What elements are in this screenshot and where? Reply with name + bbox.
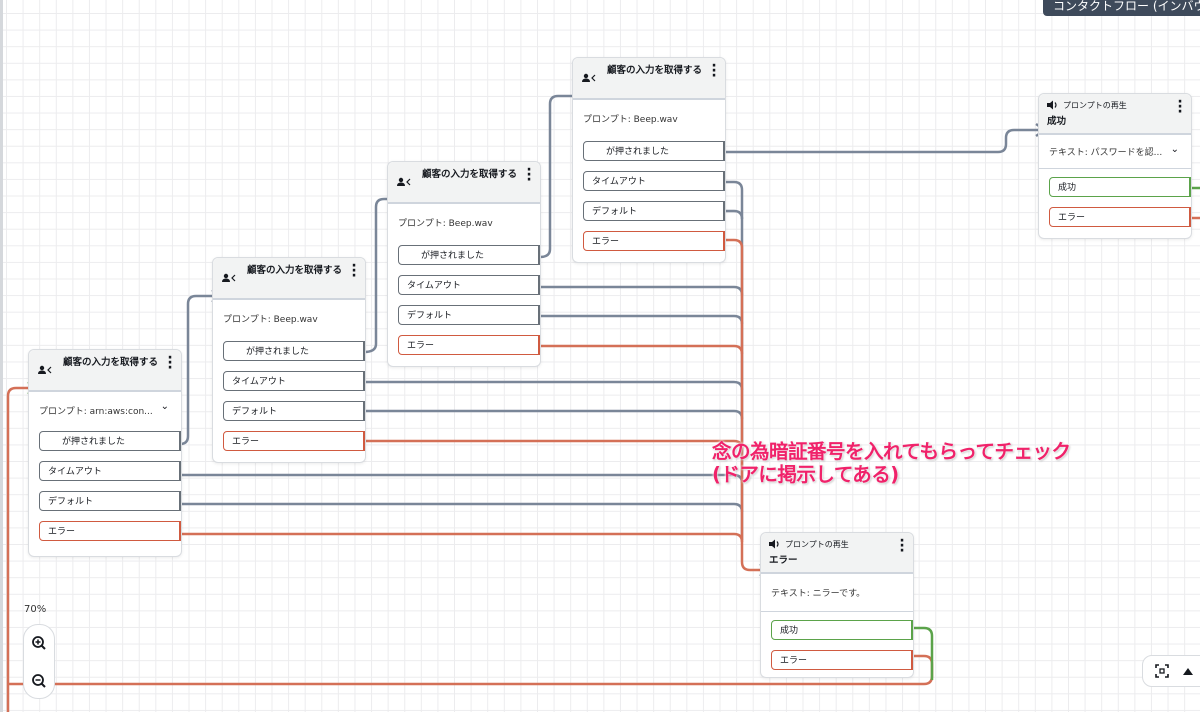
branch-error[interactable]: エラー bbox=[583, 231, 725, 251]
block-header[interactable]: 顧客の入力を取得する ··· bbox=[388, 162, 540, 204]
wire-b4-pressed bbox=[724, 128, 1044, 154]
customer-input-icon bbox=[222, 273, 236, 282]
flow-title-tab: コンタクトフロー (インバウンド) bbox=[1043, 0, 1200, 16]
branch-pressed[interactable]: が押されました bbox=[39, 431, 181, 451]
customer-input-icon bbox=[397, 177, 411, 186]
collapse-up-icon[interactable] bbox=[1182, 666, 1194, 676]
block-title: エラー bbox=[769, 555, 798, 566]
branch-timeout[interactable]: タイムアウト bbox=[583, 171, 725, 191]
annotation-line-2: (ドアに掲示してある) bbox=[712, 463, 899, 486]
chevron-down-icon[interactable]: ⌄ bbox=[160, 401, 169, 412]
more-options-icon[interactable]: ··· bbox=[167, 350, 173, 376]
speaker-icon bbox=[769, 539, 779, 549]
wire-b2-pressed bbox=[363, 197, 396, 354]
get-customer-input-block-4[interactable]: 顧客の入力を取得する ··· プロンプト: Beep.wav が押されました タ… bbox=[572, 57, 726, 263]
zoom-level: 70% bbox=[24, 604, 47, 615]
branch-timeout[interactable]: タイムアウト bbox=[223, 371, 365, 391]
more-options-icon[interactable]: ··· bbox=[899, 533, 905, 559]
block-prompt: プロンプト: arn:aws:con... ⌄ bbox=[29, 392, 181, 425]
block-header[interactable]: 顧客の入力を取得する ··· bbox=[213, 258, 365, 300]
block-header[interactable]: プロンプトの再生 成功 ··· bbox=[1039, 94, 1191, 135]
branch-timeout[interactable]: タイムアウト bbox=[39, 461, 181, 481]
speaker-icon bbox=[1047, 100, 1057, 110]
play-prompt-success-block[interactable]: プロンプトの再生 成功 ··· テキスト: パスワードを認... ⌄ 成功 エラ… bbox=[1038, 93, 1192, 239]
block-title: 成功 bbox=[1047, 116, 1067, 127]
block-prompt: プロンプト: Beep.wav bbox=[573, 100, 725, 133]
branch-pressed[interactable]: が押されました bbox=[398, 245, 540, 265]
branch-error[interactable]: エラー bbox=[223, 431, 365, 451]
customer-input-icon bbox=[38, 365, 52, 374]
zoom-in-icon[interactable] bbox=[31, 635, 47, 651]
block-title: 顧客の入力を取得する bbox=[247, 265, 343, 276]
branch-pressed[interactable]: が押されました bbox=[223, 341, 365, 361]
branch-default[interactable]: デフォルト bbox=[223, 401, 365, 421]
wire-b3-pressed bbox=[539, 94, 582, 259]
branch-success[interactable]: 成功 bbox=[1049, 177, 1191, 197]
get-customer-input-block-2[interactable]: 顧客の入力を取得する ··· プロンプト: Beep.wav が押されました タ… bbox=[212, 257, 366, 463]
more-options-icon[interactable]: ··· bbox=[526, 162, 532, 188]
branch-timeout[interactable]: タイムアウト bbox=[398, 275, 540, 295]
branch-error[interactable]: エラー bbox=[1049, 207, 1191, 227]
block-title: 顧客の入力を取得する bbox=[422, 169, 518, 180]
block-title: 顧客の入力を取得する bbox=[63, 357, 159, 368]
branch-error[interactable]: エラー bbox=[398, 335, 540, 355]
block-type-label: プロンプトの再生 bbox=[1063, 101, 1127, 110]
annotation-note: 念の為暗証番号を入れてもらってチェック (ドアに掲示してある) bbox=[712, 440, 1071, 486]
block-title: 顧客の入力を取得する bbox=[607, 65, 703, 76]
canvas-left-edge bbox=[0, 0, 3, 712]
branch-default[interactable]: デフォルト bbox=[583, 201, 725, 221]
block-text: テキスト: ニラーです。 bbox=[761, 574, 913, 611]
canvas-navigator bbox=[1142, 655, 1200, 687]
prompt-text: テキスト: パスワードを認... bbox=[1049, 148, 1163, 158]
chevron-down-icon[interactable]: ⌄ bbox=[1170, 144, 1179, 155]
branch-default[interactable]: デフォルト bbox=[39, 491, 181, 511]
prompt-text: プロンプト: Beep.wav bbox=[398, 219, 493, 229]
fit-to-screen-icon[interactable] bbox=[1155, 664, 1169, 678]
more-options-icon[interactable]: ··· bbox=[351, 258, 357, 284]
branch-success[interactable]: 成功 bbox=[771, 620, 913, 640]
prompt-text: プロンプト: Beep.wav bbox=[583, 115, 678, 125]
block-type-label: プロンプトの再生 bbox=[785, 540, 849, 549]
get-customer-input-block-3[interactable]: 顧客の入力を取得する ··· プロンプト: Beep.wav が押されました タ… bbox=[387, 161, 541, 367]
zoom-controls bbox=[23, 624, 55, 699]
block-prompt: プロンプト: Beep.wav bbox=[388, 204, 540, 237]
branch-error[interactable]: エラー bbox=[771, 650, 913, 670]
prompt-text: プロンプト: Beep.wav bbox=[223, 315, 318, 325]
wire-b1-pressed bbox=[179, 294, 220, 446]
get-customer-input-block-1[interactable]: 顧客の入力を取得する ··· プロンプト: arn:aws:con... ⌄ が… bbox=[28, 349, 182, 557]
wire-error-block-success bbox=[912, 626, 934, 680]
play-prompt-error-block[interactable]: プロンプトの再生 エラー ··· テキスト: ニラーです。 成功 エラー bbox=[760, 532, 914, 678]
branch-default[interactable]: デフォルト bbox=[398, 305, 540, 325]
branch-error[interactable]: エラー bbox=[39, 521, 181, 541]
wire-entry-block1 bbox=[6, 386, 36, 712]
block-prompt: プロンプト: Beep.wav bbox=[213, 300, 365, 333]
block-header[interactable]: 顧客の入力を取得する ··· bbox=[573, 58, 725, 100]
branch-pressed[interactable]: が押されました bbox=[583, 141, 725, 161]
block-text: テキスト: パスワードを認... ⌄ bbox=[1039, 135, 1191, 168]
zoom-out-icon[interactable] bbox=[31, 673, 47, 689]
prompt-text: プロンプト: arn:aws:con... bbox=[39, 407, 153, 417]
customer-input-icon bbox=[582, 73, 596, 82]
block-header[interactable]: プロンプトの再生 エラー ··· bbox=[761, 533, 913, 574]
block-header[interactable]: 顧客の入力を取得する ··· bbox=[29, 350, 181, 392]
annotation-line-1: 念の為暗証番号を入れてもらってチェック bbox=[712, 440, 1071, 463]
more-options-icon[interactable]: ··· bbox=[711, 58, 717, 84]
prompt-text: テキスト: ニラーです。 bbox=[771, 589, 866, 599]
more-options-icon[interactable]: ··· bbox=[1177, 94, 1183, 120]
